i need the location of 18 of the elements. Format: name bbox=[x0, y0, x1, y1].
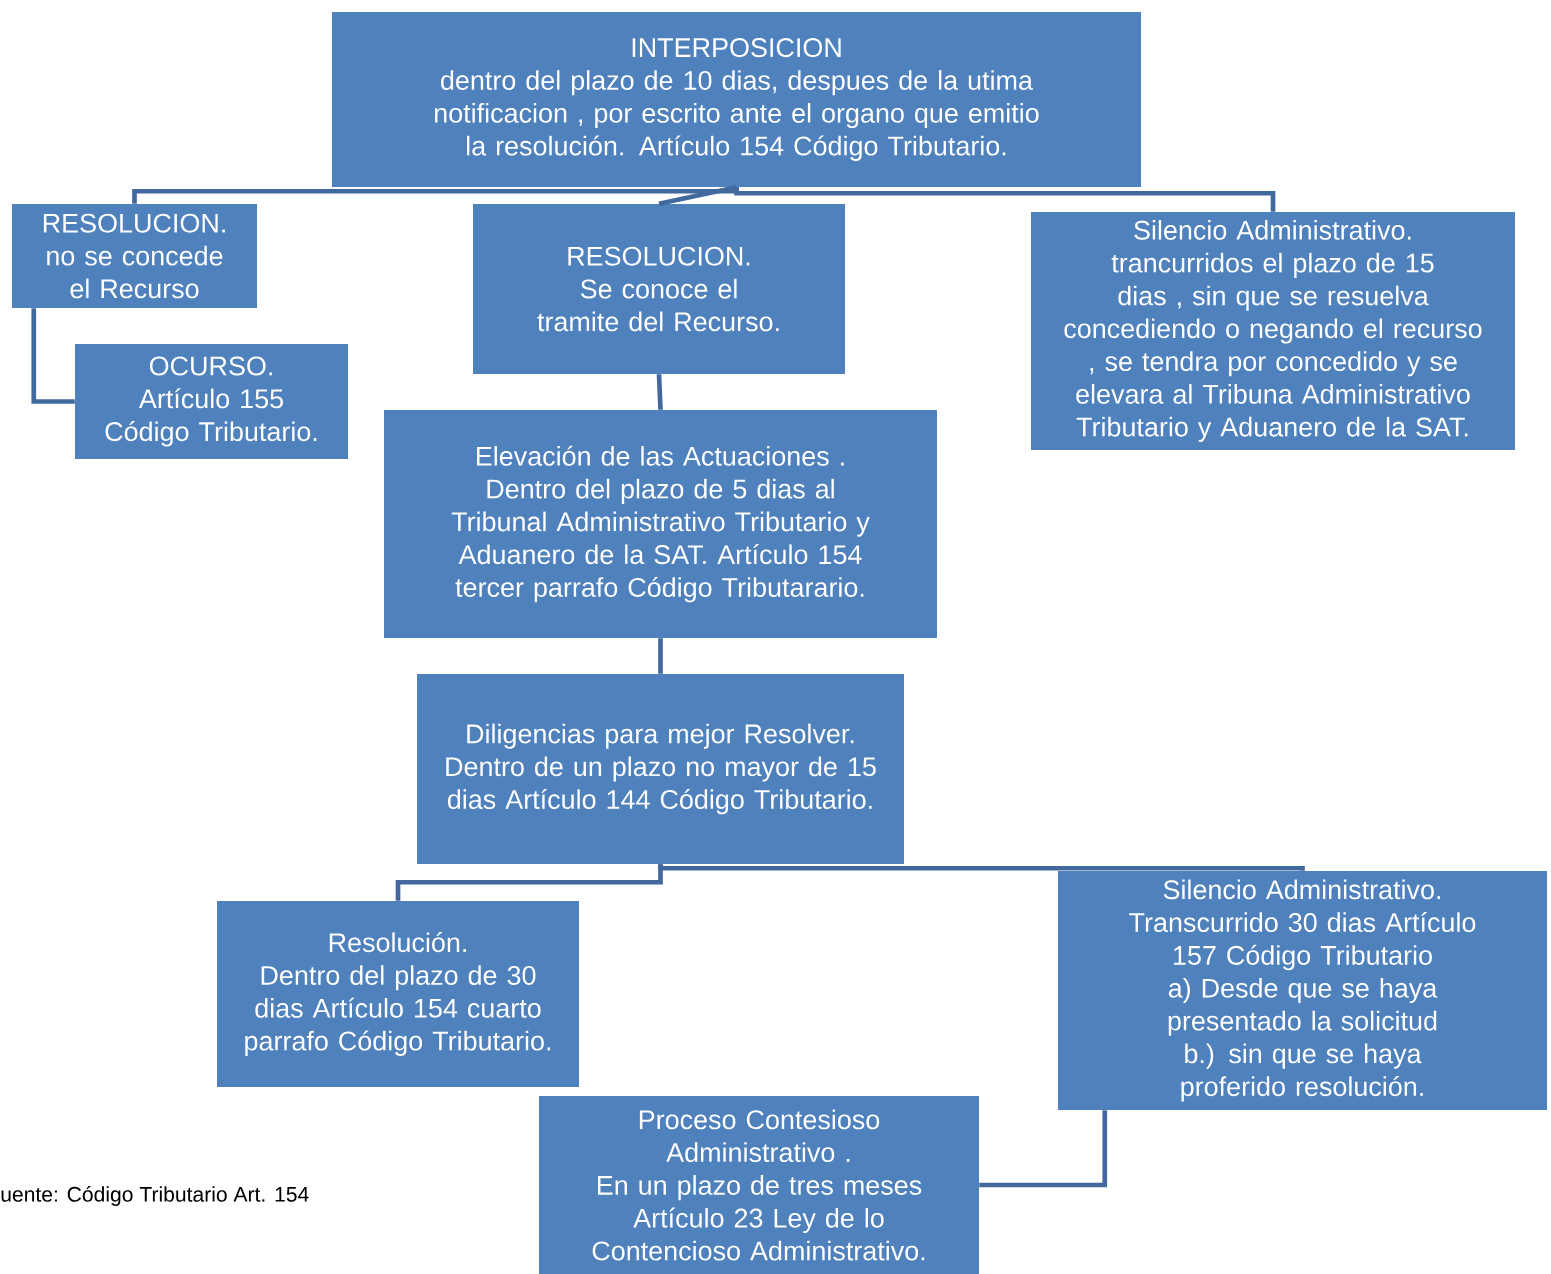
process-box: INTERPOSICION dentro del plazo de 10 dias, despues de la utima notificacion , por escrito ante el organo que emitio la resolución. Artículo 154 Código Tributario. bbox=[332, 12, 1141, 187]
process-box: RESOLUCION. Se conoce el tramite del Recurso. bbox=[473, 204, 845, 374]
process-box: Silencio Administrativo. Transcurrido 30 dias Artículo 157 Código Tributario a) Desde que se haya presentado la solicitud b.) sin que se haya proferido resolución. bbox=[1058, 871, 1547, 1110]
connector-line bbox=[656, 374, 663, 410]
connector-line bbox=[658, 638, 663, 674]
connector-line bbox=[658, 184, 737, 207]
process-box: OCURSO. Artículo 155 Código Tributario. bbox=[75, 344, 348, 459]
process-box: Resolución. Dentro del plazo de 30 dias Artículo 154 cuarto parrafo Código Tributario. bbox=[217, 901, 579, 1087]
connector-line bbox=[979, 1110, 1108, 1188]
process-box: RESOLUCION. no se concede el Recurso bbox=[12, 204, 257, 308]
source-note: uente: Código Tributario Art. 154 bbox=[1, 1186, 309, 1206]
connector-line bbox=[31, 308, 75, 404]
connector-line bbox=[658, 862, 1305, 873]
process-box: Diligencias para mejor Resolver. Dentro de un plazo no mayor de 15 dias Artículo 144 Código Tributario. bbox=[417, 674, 904, 864]
process-box: Proceso Contesioso Administrativo . En un plazo de tres meses Artículo 23 Ley de lo Contencioso Administrativo. bbox=[539, 1096, 979, 1274]
connector-line bbox=[734, 187, 1276, 212]
process-box: Silencio Administrativo. trancurridos el plazo de 15 dias , sin que se resuelva concediendo o negando el recurso , se tendra por concedido y se elevara al Tribuna Administrativo Tributario y Aduanero de la SAT. bbox=[1031, 212, 1515, 450]
process-box: Elevación de las Actuaciones . Dentro del plazo de 5 dias al Tribunal Administrativo Tributario y Aduanero de la SAT. Artículo 154 tercer parrafo Código Tributarario. bbox=[384, 410, 937, 638]
